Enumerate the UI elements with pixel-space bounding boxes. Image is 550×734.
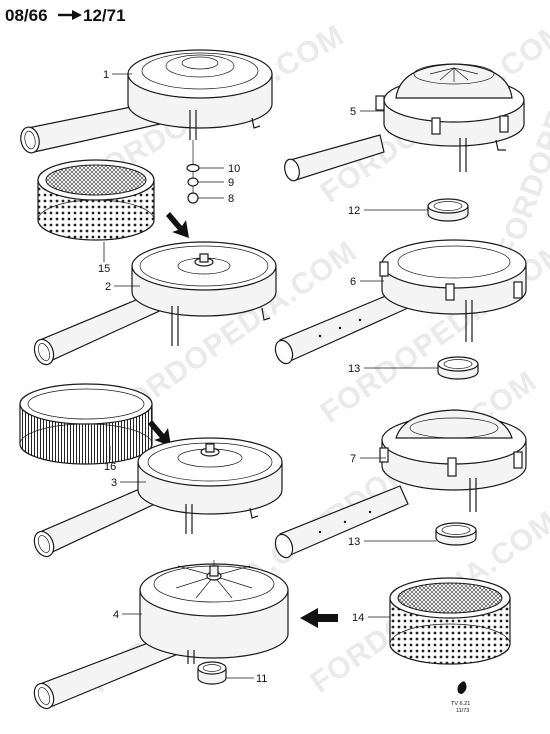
callout-label: 1	[103, 69, 109, 81]
footer-date: 11/73	[456, 708, 469, 714]
callout-label: 13	[348, 536, 360, 548]
callout-label: 3	[111, 477, 117, 489]
callouts: 1 2 3 4 5 6 7 8 9 10 11 12 13 13 14 15 1	[98, 69, 438, 685]
filter-element-15	[37, 159, 155, 241]
air-cleaner-3	[33, 437, 283, 558]
seal-ring-11	[197, 661, 227, 685]
callout-label: 10	[228, 163, 240, 175]
air-cleaner-5	[284, 63, 525, 182]
ford-logo-icon	[457, 681, 467, 694]
arrow-right-icon	[148, 420, 171, 446]
arrow-right-icon	[166, 212, 189, 238]
callout-label: 13	[348, 363, 360, 375]
callout-label: 4	[113, 609, 119, 621]
callout-label: 5	[350, 106, 356, 118]
callout-label: 15	[98, 263, 110, 275]
callout-label: 7	[350, 453, 356, 465]
air-cleaner-7	[274, 409, 527, 559]
air-cleaner-4	[33, 560, 289, 710]
footer-code: TV 6.21	[451, 701, 470, 707]
air-cleaner-2	[33, 241, 277, 366]
callout-label: 11	[256, 673, 267, 685]
title-group: 08/66 12/71	[5, 6, 126, 25]
callout-label: 16	[104, 461, 116, 473]
callout-label: 2	[105, 281, 111, 293]
callout-label: 14	[352, 612, 364, 624]
footer-mark: TV 6.21 11/73	[451, 681, 470, 714]
filter-element-14	[389, 577, 511, 665]
air-cleaner-1	[20, 49, 273, 154]
title-end-date: 12/71	[83, 6, 126, 25]
callout-label: 12	[348, 205, 360, 217]
callout-label: 9	[228, 177, 234, 189]
filter-element-16	[19, 383, 153, 465]
air-cleaner-6	[274, 239, 527, 365]
callout-label: 6	[350, 276, 356, 288]
seal-ring-12	[427, 198, 469, 222]
fastener-set	[186, 140, 200, 204]
title-start-date: 08/66	[5, 6, 48, 25]
arrow-right-icon	[58, 10, 82, 20]
seal-ring-13-upper	[437, 356, 479, 380]
seal-ring-13-lower	[435, 522, 477, 546]
arrow-right-icon	[300, 608, 338, 628]
callout-label: 8	[228, 193, 234, 205]
